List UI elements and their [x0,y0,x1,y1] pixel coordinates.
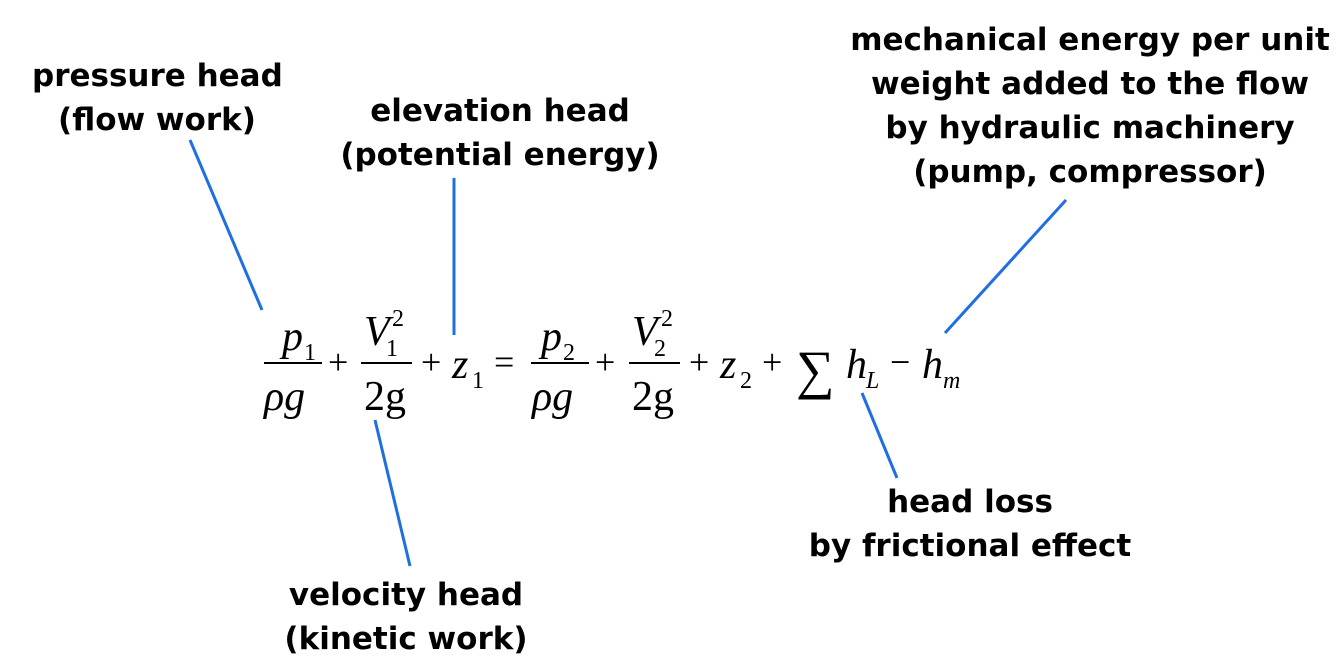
two-g-1: 2g [364,374,406,420]
velocity-head-label: velocity head (kinetic work) [256,573,556,661]
v1-subscript: 1 [386,336,398,362]
head-loss-subtitle: by frictional effect [808,528,1132,564]
head-loss-label: head loss by frictional effect [800,480,1140,568]
head-loss-leader [860,392,899,479]
velocity-head-title: velocity head [288,577,524,613]
equals-sign: = [494,342,514,382]
z1-symbol: z [451,342,468,388]
mechanical-energy-line-4: (pump, compressor) [913,154,1267,190]
plus-2: + [421,342,441,382]
v1-exponent: 2 [392,306,404,332]
mechanical-energy-leader [943,198,1068,335]
v1-symbol: V [364,309,394,355]
v2-exponent: 2 [661,306,673,332]
v2-subscript: 2 [654,336,666,362]
mechanical-energy-line-2: weight added to the flow [871,66,1309,102]
elevation-head-title: elevation head [370,93,630,129]
head-loss-title: head loss [887,484,1053,520]
summation-symbol: ∑ [796,340,835,400]
hl-subscript: L [865,368,879,394]
plus-3: + [595,342,615,382]
mechanical-energy-line-1: mechanical energy per unit [850,22,1330,58]
p1-symbol: p [279,314,303,360]
p2-subscript: 2 [563,340,575,366]
plus-1: + [328,342,348,382]
z2-subscript: 2 [740,368,752,394]
elevation-head-label: elevation head (potential energy) [330,89,670,177]
two-g-2: 2g [632,374,674,420]
hm-subscript: m [943,368,960,394]
mechanical-energy-line-3: by hydraulic machinery [885,110,1295,146]
elevation-head-subtitle: (potential energy) [340,137,660,173]
minus-sign: − [890,342,910,382]
rho-g-1: ρg [262,374,305,420]
p2-symbol: p [538,314,562,360]
plus-5: + [762,342,782,382]
pressure-head-title: pressure head [32,58,283,94]
mechanical-energy-label: mechanical energy per unit weight added … [840,18,1340,194]
p1-subscript: 1 [304,340,316,366]
hl-symbol: h [846,342,867,388]
v2-symbol: V [632,309,662,355]
pressure-head-leader [188,139,264,311]
z1-subscript: 1 [472,368,484,394]
z2-symbol: z [719,342,736,388]
hm-symbol: h [922,342,943,388]
velocity-head-subtitle: (kinetic work) [284,621,528,657]
pressure-head-label: pressure head (flow work) [32,54,283,142]
pressure-head-subtitle: (flow work) [58,102,256,138]
velocity-head-leader [373,419,412,567]
rho-g-2: ρg [530,374,573,420]
plus-4: + [689,342,709,382]
